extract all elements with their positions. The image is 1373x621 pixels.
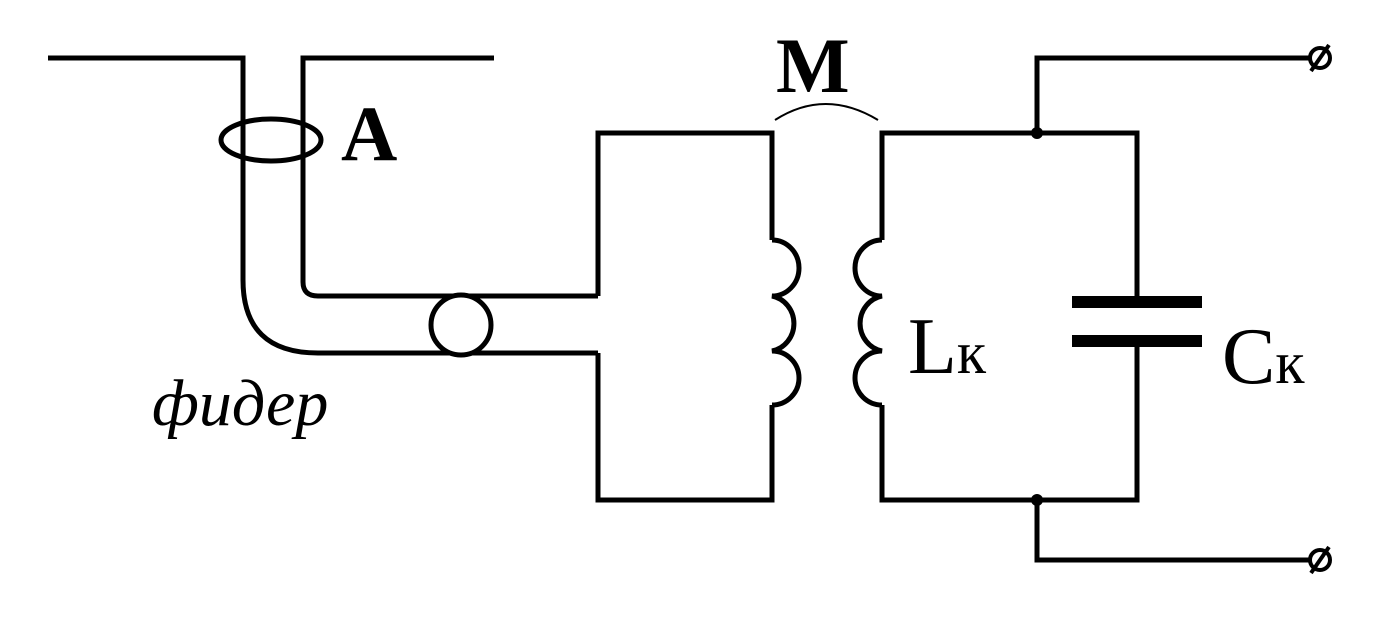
secondary-wire-top (879, 130, 1140, 300)
secondary-coil (852, 237, 883, 408)
primary-coil (771, 237, 802, 408)
output-lead-bottom (1034, 500, 1310, 563)
feeder-ring (428, 292, 494, 358)
capacitor-plate-bottom (1072, 335, 1202, 347)
output-lead-top (1034, 55, 1310, 133)
mutual-inductance-label: M (776, 22, 850, 109)
output-terminal-bottom (1308, 545, 1332, 575)
antenna-label: A (341, 90, 397, 177)
antenna-wire-left (48, 55, 246, 90)
antenna-wire-right (300, 55, 494, 90)
primary-wire-bottom (595, 353, 775, 503)
capacitor-plate-top (1072, 296, 1202, 308)
capacitor-letter: C (1222, 313, 1275, 401)
primary-wire-top (595, 130, 775, 296)
capacitor-label: Cк (1222, 313, 1305, 401)
inductor-letter: L (908, 303, 957, 391)
feeder-label: фидер (152, 367, 328, 440)
feeder-inner-conductor (300, 90, 598, 299)
mutual-inductance-arc (774, 103, 879, 121)
secondary-wire-bottom (879, 342, 1140, 503)
output-terminal-top (1308, 43, 1332, 73)
inductor-subscript: к (957, 320, 987, 386)
capacitor-subscript: к (1275, 330, 1305, 396)
antenna-ring (218, 116, 324, 164)
feeder-outer-conductor (240, 90, 598, 356)
inductor-label: Lк (908, 303, 987, 391)
